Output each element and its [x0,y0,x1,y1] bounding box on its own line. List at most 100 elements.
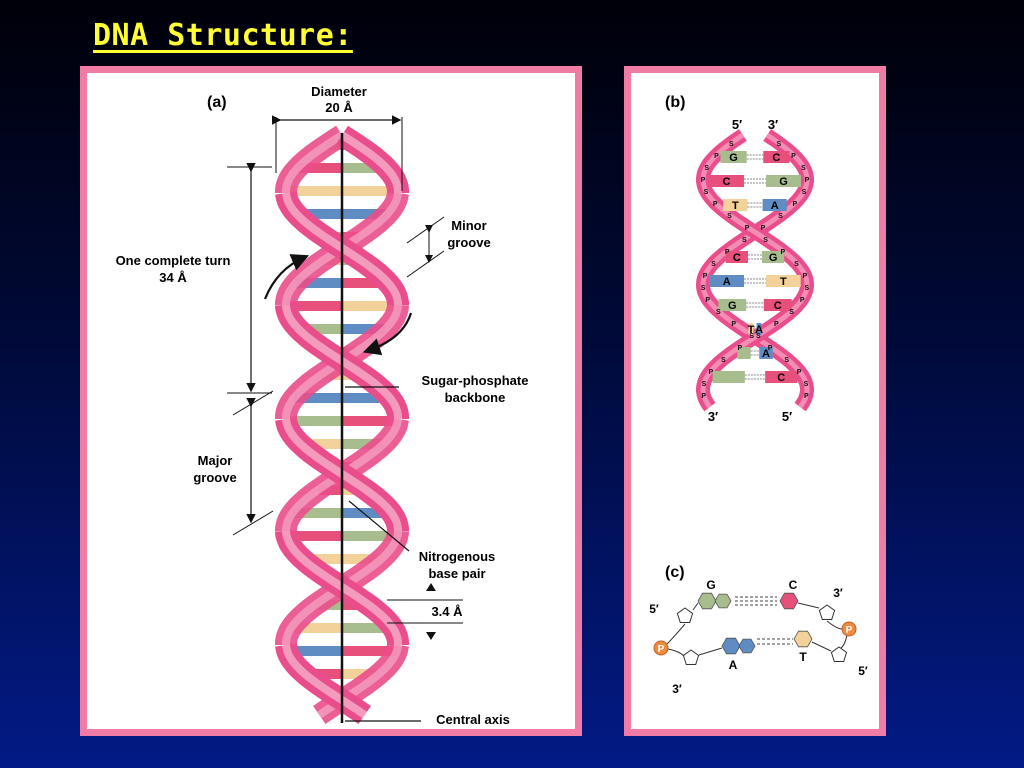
sugar-symbol: S [729,141,734,148]
diameter-value: 20 Å [325,100,353,115]
backbone-highlight [282,530,402,645]
base-half [342,186,398,196]
minor-groove-label-2: groove [447,235,490,250]
backbone-label-2: backbone [445,390,506,405]
sugar-symbol: S [801,165,806,172]
double-helix [275,125,409,725]
sugar-symbol: S [711,261,716,268]
glycosidic-bond [698,647,723,656]
phosphate-symbol: P [714,153,719,160]
base-left [725,251,748,263]
sugar-ring [682,649,700,665]
glycosidic-bond [692,602,699,611]
phosphate-symbol: P [791,153,796,160]
minor-groove-top-tick [406,216,445,244]
base-half [286,186,342,196]
backbone-highlight [282,304,402,419]
base-right [765,275,801,287]
phosphate-symbol: P [804,393,809,400]
backbone-highlight [282,418,402,531]
backbone-label-1: Sugar-phosphate [422,373,529,388]
panel-b-label: (b) [665,94,685,111]
base-right [763,151,790,163]
backbone-highlight [339,131,402,193]
base-letter-right: T [780,276,787,288]
base-half [287,646,342,656]
panel-b-bottom-right-end: 5′ [782,409,792,424]
base-half [342,324,386,334]
helix-diagram: (a) Diameter 20 Å One complete turn 34 Å… [116,84,529,727]
base-letter-left: T [732,200,739,212]
panel-c-base-c: C [789,578,798,592]
base-half [342,209,388,219]
backbone-link [840,634,848,649]
sugar-symbol: S [702,381,707,388]
backbone-highlight [700,132,810,409]
panel-a-double-helix: (a) Diameter 20 Å One complete turn 34 Å… [80,66,582,736]
base-right [762,251,785,263]
sugar-symbol: S [704,189,709,196]
sugar-symbol: S [802,189,807,196]
phosphate-symbol: P [705,297,710,304]
base-half [302,554,342,564]
sugar-symbol: S [789,309,794,316]
base-letter-left: A [723,276,731,288]
cytosine-ring [779,592,799,610]
sugar-symbol: S [716,309,721,316]
phosphate-left: P [653,640,669,656]
rise-arrow-bottom [426,632,436,640]
minor-groove-label-1: Minor [451,218,486,233]
phosphate-symbol: P [738,345,743,352]
base-letter-right: C [774,300,782,312]
backbone-link [667,648,685,657]
phosphate-symbol: P [768,345,773,352]
base-pair-pointer [348,500,410,552]
sugar-symbol: S [704,165,709,172]
base-half [298,324,342,334]
base-half [342,554,382,564]
turn-value: 34 Å [159,270,187,285]
phosphate-symbol: P [703,273,708,280]
panel-b-bottom-left-end: 3′ [708,409,718,424]
base-letter-right: G [779,176,788,188]
backbone-highlight [282,644,367,719]
slide-title: DNA Structure: [93,18,353,53]
base-half [342,508,392,518]
phosphate-symbol: P [701,177,706,184]
base-left [737,347,751,359]
sugar-symbol: S [763,237,768,244]
glycosidic-bond [811,641,832,652]
sugar-symbol: S [742,237,747,244]
sugar-ring [830,646,848,662]
base-letter-right: A [771,200,779,212]
phosphate-right-symbol: P [846,625,853,636]
sugar-ring [676,607,694,623]
panel-c-label: (c) [665,564,685,581]
backbone-highlight [282,192,402,305]
base-half [342,646,397,656]
base-half [342,623,393,633]
phosphate-symbol: P [713,201,718,208]
panel-c-bottom-right-end: 5′ [858,664,868,678]
sugar-symbol: S [721,357,726,364]
central-axis-label: Central axis [436,712,510,727]
phosphate-left-symbol: P [658,644,665,655]
base-half [342,393,390,403]
base-half [286,416,342,426]
major-groove-label-2: groove [193,470,236,485]
base-letter-left: G [728,300,737,312]
base-letter-left: G [729,152,738,164]
base-letter-right: A [755,324,763,336]
sugar-symbol: S [794,261,799,268]
base-half [304,669,342,679]
base-letter-left: C [723,176,731,188]
phosphate-symbol: P [709,369,714,376]
base-half [342,163,387,173]
rise-value: 3.4 Å [431,604,463,619]
base-right [763,299,792,311]
phosphate-symbol: P [797,369,802,376]
sugar-symbol: S [778,213,783,220]
base-right [756,323,762,335]
